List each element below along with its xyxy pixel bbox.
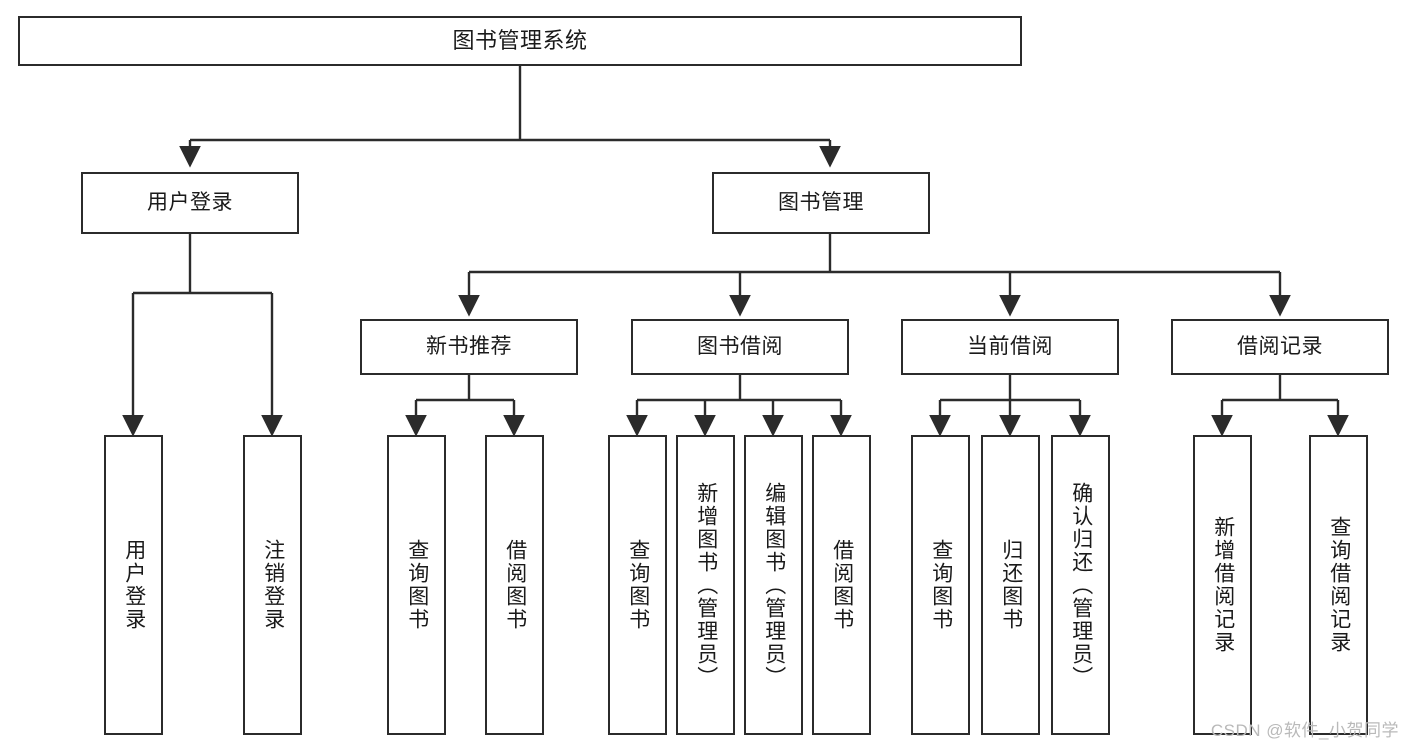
- node-borrow-record-label: 借阅记录: [1237, 334, 1323, 358]
- node-book-manage[interactable]: 图书管理: [712, 172, 930, 234]
- node-leaf-query-book-1[interactable]: 查询图书: [387, 435, 446, 735]
- node-leaf-edit-book-label: 编辑图书（管理员）: [762, 481, 786, 689]
- node-leaf-borrow-book-2-label: 借阅图书: [830, 539, 854, 631]
- node-borrow-record[interactable]: 借阅记录: [1171, 319, 1389, 375]
- csdn-watermark: CSDN @软件_小贺同学: [1210, 721, 1399, 740]
- node-leaf-user-login-label: 用户登录: [122, 539, 146, 631]
- node-user-login[interactable]: 用户登录: [81, 172, 299, 234]
- node-leaf-user-logout-label: 注销登录: [261, 539, 285, 631]
- node-leaf-confirm-return-label: 确认归还（管理员）: [1069, 481, 1093, 689]
- node-current-borrow[interactable]: 当前借阅: [901, 319, 1119, 375]
- node-new-book-recommend[interactable]: 新书推荐: [360, 319, 578, 375]
- node-leaf-borrow-book-1-label: 借阅图书: [503, 539, 527, 631]
- node-leaf-query-book-2-label: 查询图书: [626, 539, 650, 631]
- node-leaf-query-book-1-label: 查询图书: [405, 539, 429, 631]
- node-leaf-add-book-label: 新增图书（管理员）: [694, 481, 718, 689]
- node-leaf-edit-book[interactable]: 编辑图书（管理员）: [744, 435, 803, 735]
- node-user-login-label: 用户登录: [147, 190, 233, 214]
- node-leaf-query-record[interactable]: 查询借阅记录: [1309, 435, 1368, 735]
- node-leaf-query-record-label: 查询借阅记录: [1327, 516, 1351, 654]
- node-leaf-user-login[interactable]: 用户登录: [104, 435, 163, 735]
- node-root-label: 图书管理系统: [452, 28, 588, 54]
- node-leaf-add-record[interactable]: 新增借阅记录: [1193, 435, 1252, 735]
- node-leaf-query-book-3-label: 查询图书: [929, 539, 953, 631]
- node-leaf-return-book-label: 归还图书: [999, 539, 1023, 631]
- node-leaf-confirm-return[interactable]: 确认归还（管理员）: [1051, 435, 1110, 735]
- node-leaf-return-book[interactable]: 归还图书: [981, 435, 1040, 735]
- node-leaf-borrow-book-2[interactable]: 借阅图书: [812, 435, 871, 735]
- node-book-manage-label: 图书管理: [778, 190, 864, 214]
- node-new-book-recommend-label: 新书推荐: [426, 334, 512, 358]
- node-book-borrow-label: 图书借阅: [697, 334, 783, 358]
- node-leaf-add-book[interactable]: 新增图书（管理员）: [676, 435, 735, 735]
- node-leaf-borrow-book-1[interactable]: 借阅图书: [485, 435, 544, 735]
- node-current-borrow-label: 当前借阅: [967, 334, 1053, 358]
- node-leaf-query-book-2[interactable]: 查询图书: [608, 435, 667, 735]
- node-leaf-query-book-3[interactable]: 查询图书: [911, 435, 970, 735]
- node-book-borrow[interactable]: 图书借阅: [631, 319, 849, 375]
- node-leaf-user-logout[interactable]: 注销登录: [243, 435, 302, 735]
- node-root[interactable]: 图书管理系统: [18, 16, 1022, 66]
- node-leaf-add-record-label: 新增借阅记录: [1211, 516, 1235, 654]
